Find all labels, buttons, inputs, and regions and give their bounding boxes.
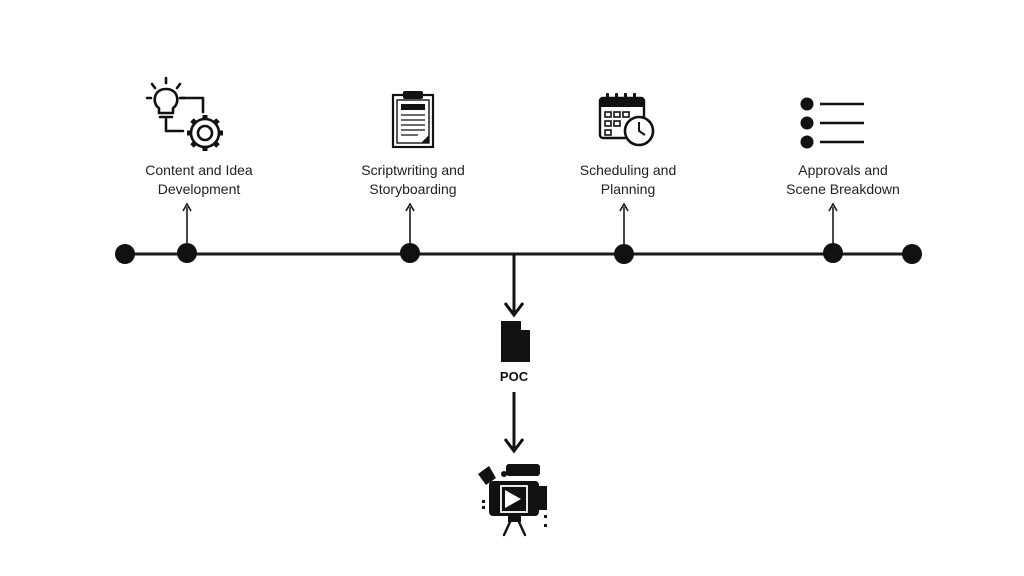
document-icon (501, 320, 531, 362)
stage-label-scriptwriting: Scriptwriting and Storyboarding (328, 161, 498, 199)
stage-label-line1: Content and Idea (145, 162, 253, 178)
stage-label-line1: Scriptwriting and (361, 162, 465, 178)
stage-label-approvals: Approvals and Scene Breakdown (758, 161, 928, 199)
stage-label-content-idea: Content and Idea Development (114, 161, 284, 199)
stage-node-1 (177, 243, 197, 263)
idea-gear-icon (145, 76, 223, 151)
stage-label-line2: Planning (600, 181, 656, 197)
stage-node-4 (823, 243, 843, 263)
stage-label-line1: Scheduling and (579, 162, 677, 178)
stage-label-line2: Storyboarding (369, 181, 457, 197)
stage-label-line2: Scene Breakdown (786, 181, 900, 197)
stage-node-2 (400, 243, 420, 263)
timeline-start-node (115, 244, 135, 264)
poc-branch (503, 254, 525, 454)
clipboard-script-icon (391, 91, 435, 149)
timeline-end-node (902, 244, 922, 264)
calendar-clock-icon (598, 93, 655, 147)
stage-label-line1: Approvals and (798, 162, 888, 178)
poc-label: POC (499, 369, 529, 384)
video-camera-icon (478, 464, 547, 537)
stage-label-line2: Development (157, 181, 241, 197)
stage-node-3 (614, 244, 634, 264)
stage-arrows (182, 202, 838, 244)
stage-label-scheduling: Scheduling and Planning (543, 161, 713, 199)
bullet-list-icon (800, 97, 864, 149)
